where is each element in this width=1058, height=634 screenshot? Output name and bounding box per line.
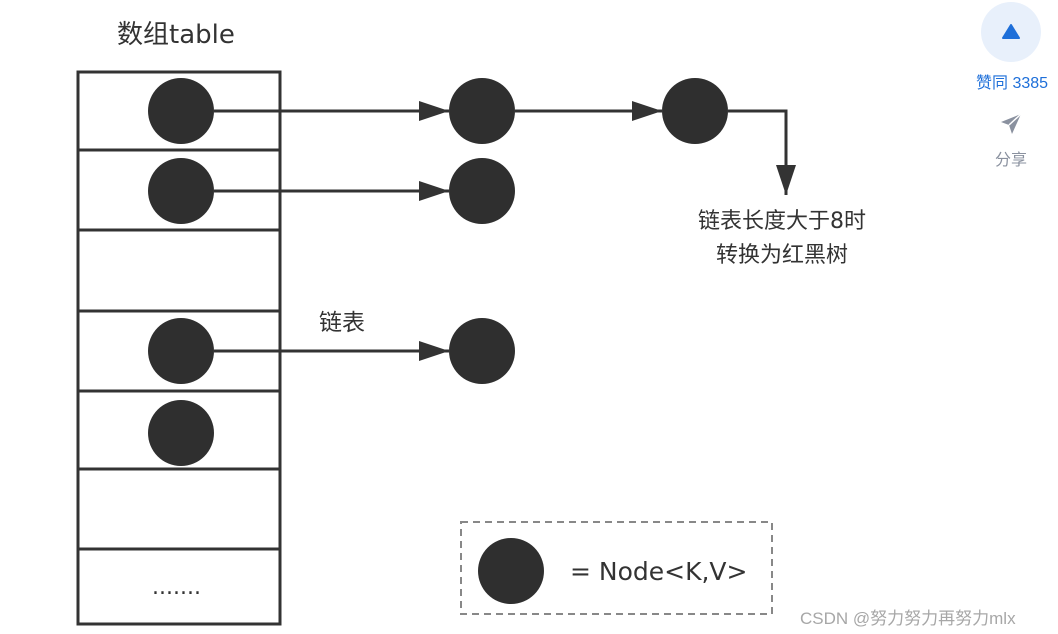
node-dot [449,158,515,224]
table-title: 数组table [117,20,235,50]
legend: = Node<K,V> [460,521,773,615]
linked-list-arrows [214,101,796,361]
legend-text: = Node<K,V> [570,557,747,586]
bucket-ellipsis: ....... [152,575,201,600]
node-dot [449,318,515,384]
linked-list-label: 链表 [319,310,365,336]
node-dot [148,400,214,466]
legend-box [460,521,773,615]
upvote-button[interactable] [981,2,1041,62]
node-dot [148,318,214,384]
arrow-treeify [728,109,796,195]
bucket-nodes [148,78,214,466]
bucket-array-outline [76,70,282,626]
legend-node-dot [478,538,544,604]
node-dot [662,78,728,144]
upvote-label[interactable]: 赞同 3385 [962,69,1058,93]
node-dot [449,78,515,144]
triangle-up-icon [1002,24,1020,39]
csdn-watermark: CSDN @努力努力再努力mlx [800,609,1016,628]
treeify-note-line1: 链表长度大于8时 [698,209,866,234]
share-label: 分享 [994,152,1027,169]
bucket-array: ....... [76,70,282,626]
node-dot [148,158,214,224]
paper-plane-icon [1001,113,1022,134]
upvote-text: 赞同 [975,75,1008,92]
chain-nodes [449,78,728,384]
share-button[interactable]: 分享 [981,112,1041,174]
upvote-count: 3385 [1012,75,1049,92]
treeify-note-line2: 转换为红黑树 [716,243,848,268]
node-dot [148,78,214,144]
